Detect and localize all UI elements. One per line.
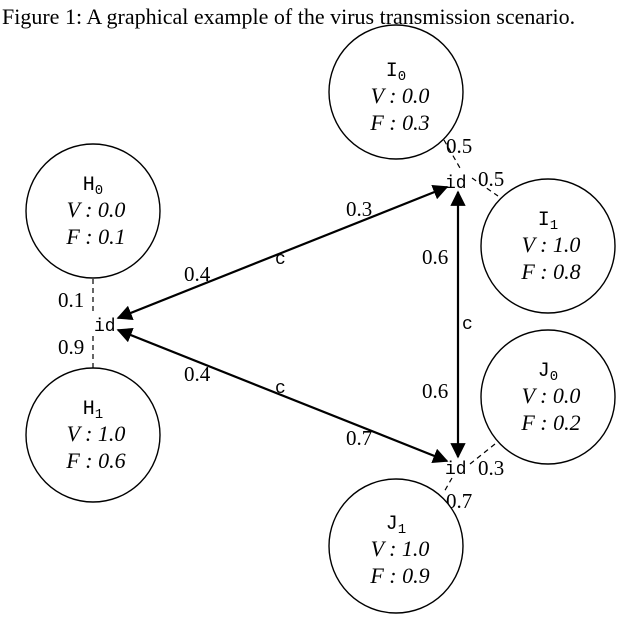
tie-weight-J0: 0.3 <box>478 456 504 480</box>
node-I0: I0 V : 0.0 F : 0.3 <box>328 24 464 160</box>
connection-H-J <box>116 327 449 464</box>
node-v-value: V : 0.0 <box>67 197 126 222</box>
node-circle <box>25 367 161 503</box>
node-name: I0 <box>386 60 406 85</box>
node-J1: J1 V : 1.0 F : 0.9 <box>328 478 464 614</box>
node-f-value: F : 0.2 <box>520 410 580 435</box>
node-f-value: F : 0.9 <box>369 563 429 588</box>
node-H0: H0 V : 0.0 F : 0.1 <box>25 143 161 279</box>
node-name: J0 <box>538 360 558 385</box>
node-name: I1 <box>538 209 558 234</box>
node-circle <box>480 178 616 314</box>
figure-caption: Figure 1: A graphical example of the vir… <box>2 4 575 29</box>
node-circle <box>25 143 161 279</box>
node-f-value: F : 0.3 <box>369 110 429 135</box>
connection-label-HI: c <box>275 250 286 270</box>
node-v-value: V : 0.0 <box>522 383 581 408</box>
weight-HI-H: 0.4 <box>184 262 211 286</box>
weight-HI-I: 0.3 <box>346 197 372 221</box>
tie-weight-I1: 0.5 <box>478 167 504 191</box>
node-v-value: V : 1.0 <box>67 421 126 446</box>
node-circle <box>480 329 616 465</box>
weight-HJ-J: 0.7 <box>346 426 372 450</box>
weight-IJ-I: 0.6 <box>422 245 448 269</box>
node-H1: H1 V : 1.0 F : 0.6 <box>25 367 161 503</box>
node-f-value: F : 0.8 <box>520 259 580 284</box>
weight-IJ-J: 0.6 <box>422 379 448 403</box>
node-f-value: F : 0.1 <box>65 224 125 249</box>
node-circle <box>328 478 464 614</box>
connection-label-IJ: c <box>462 315 473 335</box>
node-v-value: V : 1.0 <box>371 536 430 561</box>
connection-H-I <box>116 184 449 321</box>
tie-line-J1 <box>443 477 453 493</box>
node-v-value: V : 0.0 <box>371 83 430 108</box>
weight-HJ-H: 0.4 <box>184 362 211 386</box>
node-f-value: F : 0.6 <box>65 448 125 473</box>
id-label-J: id <box>445 460 467 480</box>
node-name: H0 <box>83 174 103 199</box>
node-name: J1 <box>386 513 406 538</box>
node-name: H1 <box>83 398 103 423</box>
tie-weight-H1: 0.9 <box>58 335 84 359</box>
tie-weight-I0: 0.5 <box>446 134 472 158</box>
node-v-value: V : 1.0 <box>522 232 581 257</box>
node-J0: J0 V : 0.0 F : 0.2 <box>480 329 616 465</box>
id-label-I: id <box>445 174 467 194</box>
tie-line-J0 <box>469 439 501 465</box>
node-circle <box>328 24 464 160</box>
connection-label-HJ: c <box>275 379 286 399</box>
node-I1: I1 V : 1.0 F : 0.8 <box>480 178 616 314</box>
tie-weight-H0: 0.1 <box>58 288 84 312</box>
id-label-H: id <box>94 317 116 337</box>
